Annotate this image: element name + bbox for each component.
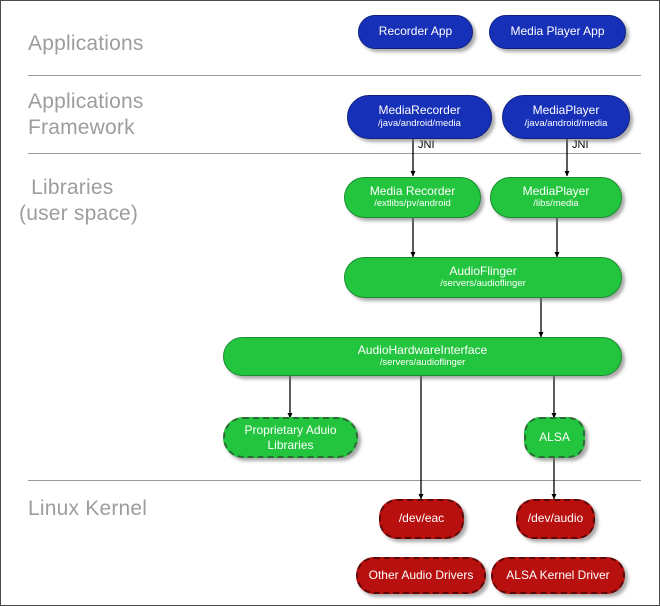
node-audiohardwareinterface[interactable]: AudioHardwareInterface /servers/audiofli… — [223, 337, 622, 376]
node-dev-audio[interactable]: /dev/audio — [516, 499, 595, 539]
node-alsa-title: ALSA — [539, 429, 570, 444]
node-audiohardwareinterface-title: AudioHardwareInterface — [357, 342, 488, 357]
node-recorder-app[interactable]: Recorder App — [358, 15, 473, 49]
divider-framework — [28, 153, 641, 154]
node-dev-eac[interactable]: /dev/eac — [379, 499, 464, 539]
node-alsa-kernel-driver-title: ALSA Kernel Driver — [506, 567, 610, 582]
node-other-audio-drivers-title: Other Audio Drivers — [368, 567, 474, 582]
node-dev-audio-title: /dev/audio — [527, 511, 584, 526]
edge-label-jni-left: JNI — [418, 139, 435, 151]
node-media-player-app-title: Media Player App — [510, 24, 605, 39]
node-media-recorder-library-title: Media Recorder — [369, 183, 456, 198]
node-audioflinger-title: AudioFlinger — [449, 263, 517, 278]
layer-label-libraries: Libraries (user space) — [19, 176, 139, 225]
node-media-player-app[interactable]: Media Player App — [489, 15, 626, 49]
node-mediaplayer-framework-title: MediaPlayer — [532, 103, 600, 118]
node-media-recorder-library[interactable]: Media Recorder /extlibs/pv/android — [344, 177, 481, 218]
node-other-audio-drivers[interactable]: Other Audio Drivers — [356, 557, 486, 594]
node-mediaplayer-library-path: /libs/media — [533, 198, 579, 210]
node-audiohardwareinterface-path: /servers/audioflinger — [379, 357, 466, 369]
node-media-recorder-library-path: /extlibs/pv/android — [374, 198, 451, 210]
node-alsa-kernel-driver[interactable]: ALSA Kernel Driver — [491, 557, 625, 594]
node-proprietary-audio-libraries-title: Proprietary Aduio Libraries — [244, 422, 337, 452]
divider-applications — [28, 75, 641, 76]
layer-label-linux-kernel: Linux Kernel — [28, 497, 148, 520]
node-recorder-app-title: Recorder App — [378, 24, 453, 39]
layer-label-applications-framework: Applications Framework — [28, 90, 144, 139]
node-mediarecorder-framework[interactable]: MediaRecorder /java/android/media — [347, 95, 492, 139]
node-proprietary-audio-libraries[interactable]: Proprietary Aduio Libraries — [223, 417, 358, 458]
node-mediarecorder-framework-path: /java/android/media — [378, 117, 461, 129]
divider-linux-kernel — [28, 480, 641, 481]
node-mediarecorder-framework-title: MediaRecorder — [378, 103, 461, 118]
node-alsa[interactable]: ALSA — [524, 417, 585, 458]
node-mediaplayer-framework-path: /java/android/media — [524, 117, 608, 129]
edge-label-jni-right: JNI — [572, 139, 589, 151]
layer-label-applications: Applications — [28, 32, 144, 55]
node-audioflinger-path: /servers/audioflinger — [440, 278, 526, 290]
node-mediaplayer-framework[interactable]: MediaPlayer /java/android/media — [502, 95, 630, 139]
node-mediaplayer-library[interactable]: MediaPlayer /libs/media — [490, 177, 622, 218]
node-audioflinger[interactable]: AudioFlinger /servers/audioflinger — [344, 257, 622, 298]
node-dev-eac-title: /dev/eac — [398, 511, 445, 526]
node-mediaplayer-library-title: MediaPlayer — [522, 183, 590, 198]
